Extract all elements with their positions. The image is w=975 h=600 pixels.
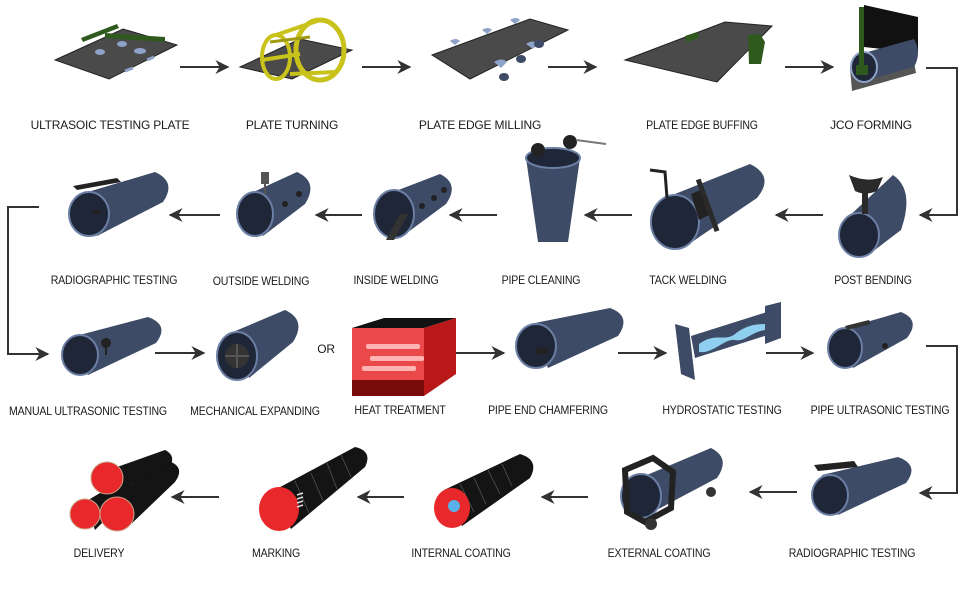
step-label: DELIVERY (73, 546, 125, 560)
step-label: PIPE END CHAMFERING (488, 403, 608, 417)
manual-ultrasonic-icon (61, 317, 162, 376)
external-coating-icon (620, 448, 723, 530)
pipe-cleaning-icon (525, 135, 607, 242)
step-label: EXTERNAL COATING (607, 546, 711, 560)
step-jco-forming (842, 3, 922, 98)
flow-connector-bracket (918, 67, 958, 222)
step-label: PLATE EDGE BUFFING (646, 118, 758, 132)
marking-icon (259, 447, 368, 531)
step-label: PLATE EDGE MILLING (418, 118, 542, 132)
or-label: OR (317, 342, 335, 356)
step-tack-welding (645, 158, 775, 258)
step-inside-welding (370, 170, 460, 250)
step-label: HYDROSTATIC TESTING (662, 403, 782, 417)
step-heat-treatment (352, 318, 457, 403)
heat-treatment-furnace-icon (352, 318, 456, 396)
plate-turning-cage-icon (238, 17, 354, 83)
step-label: HEAT TREATMENT (354, 403, 446, 417)
flow-connector-bracket (918, 345, 958, 500)
step-label: PIPE CLEANING (501, 273, 581, 287)
delivery-pipes-icon (69, 450, 180, 532)
plate-with-probes-icon (53, 24, 179, 80)
pipe-ultrasonic-icon (827, 312, 913, 369)
step-label: RADIOGRAPHIC TESTING (788, 546, 916, 560)
step-plate-edge-buffing (623, 20, 775, 90)
plate-edge-buffing-icon (623, 21, 774, 83)
step-label: RADIOGRAPHIC TESTING (50, 273, 178, 287)
flow-connector-bracket (7, 206, 50, 361)
step-label: POST BENDING (834, 273, 912, 287)
step-ultrasonic-testing-plate (53, 15, 180, 90)
step-label: JCO FORMING (830, 118, 912, 132)
internal-coating-icon (434, 454, 534, 528)
step-pipe-cleaning (520, 130, 610, 255)
step-label: ULTRASOIC TESTING PLATE (30, 118, 190, 132)
step-internal-coating (430, 450, 540, 535)
post-bending-icon (838, 175, 907, 258)
step-post-bending (835, 160, 915, 265)
step-external-coating (615, 440, 730, 535)
step-label: MARKING (251, 546, 301, 560)
step-label: INTERNAL COATING (411, 546, 511, 560)
step-pipe-ultrasonic-testing (825, 310, 920, 380)
step-pipe-end-chamfering (512, 306, 632, 381)
step-outside-welding (235, 168, 320, 248)
step-label: TACK WELDING (649, 273, 727, 287)
step-marking (255, 443, 375, 538)
step-label: PIPE ULTRASONIC TESTING (810, 403, 950, 417)
step-label: MANUAL ULTRASONIC TESTING (9, 404, 167, 418)
step-label: MECHANICAL EXPANDING (190, 404, 320, 418)
plate-edge-milling-icon (430, 18, 570, 81)
step-label: OUTSIDE WELDING (212, 274, 310, 288)
step-manual-ultrasonic-testing (58, 315, 168, 385)
tack-welding-icon (649, 164, 765, 250)
step-delivery (65, 448, 180, 538)
step-mechanical-expanding (215, 308, 305, 393)
step-radiographic-testing-1 (65, 168, 175, 248)
radiographic-testing-icon (811, 457, 912, 516)
step-radiographic-testing-2 (808, 455, 918, 525)
outside-welding-icon (236, 172, 311, 237)
step-label: INSIDE WELDING (353, 273, 439, 287)
hydrostatic-testing-icon (675, 302, 781, 380)
step-plate-edge-milling (430, 8, 572, 88)
step-label: PLATE TURNING (245, 118, 339, 132)
mechanical-expanding-icon (216, 310, 299, 381)
radiographic-testing-icon (68, 172, 169, 237)
pipe-end-chamfering-icon (515, 308, 624, 369)
step-hydrostatic-testing (675, 302, 785, 387)
jco-forming-press-icon (850, 5, 918, 91)
inside-welding-icon (373, 174, 452, 240)
step-plate-turning (238, 12, 355, 92)
